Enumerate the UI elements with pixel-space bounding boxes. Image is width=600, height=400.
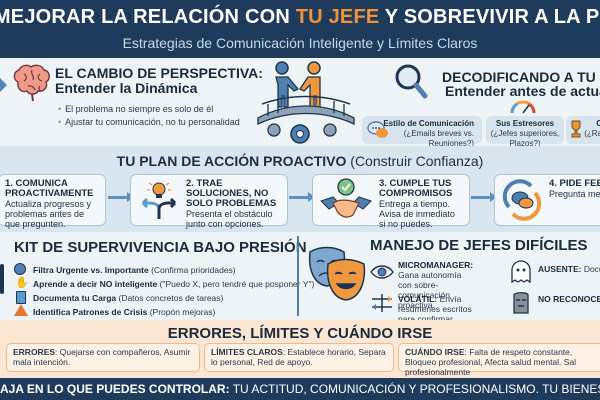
magnifier-icon bbox=[395, 64, 428, 99]
perspective-subtitle: Entender la Dinámica bbox=[55, 80, 198, 96]
decode-card-communication: Estilo de Comunicación(¿Emails breves vs… bbox=[362, 116, 482, 148]
document-icon bbox=[16, 291, 26, 304]
plan-title: TU PLAN DE ACCIÓN PROACTIVO (Construir C… bbox=[116, 153, 484, 169]
limits-section: ERRORES, LÍMITES Y CUÁNDO IRSE ERRORES: … bbox=[0, 320, 600, 378]
difficult-title: MANEJO DE JEFES DIFÍCILES bbox=[370, 237, 588, 254]
chat-bubbles-icon bbox=[367, 121, 388, 138]
kit-item-crisis: Identifica Patrones de Crisis (Propón me… bbox=[14, 304, 215, 317]
title-highlight: TU JEFE bbox=[295, 6, 380, 28]
header-banner: O MEJORAR LA RELACIÓN CON TU JEFE Y SOBR… bbox=[0, 0, 600, 58]
plan-step-1: 1. COMUNICA PROACTIVAMENTE Actualiza pro… bbox=[0, 174, 106, 229]
footer-banner: AJA EN LO QUE PUEDES CONTROLAR: TU ACTIT… bbox=[0, 378, 600, 400]
limits-box-boundaries: LÍMITES CLAROS: Establece horario, Separ… bbox=[204, 343, 394, 372]
kit-item-priorities: Filtra Urgente vs. Importante (Confirma … bbox=[14, 263, 236, 275]
boss-type-micromanager: MICROMANAGER: Gana autonomía con sobre-c… bbox=[370, 260, 473, 310]
weathervane-icon bbox=[372, 294, 392, 312]
limits-box-errors: ERRORES: Quejarse con compañeros, Asumir… bbox=[6, 343, 200, 372]
page-title: O MEJORAR LA RELACIÓN CON TU JEFE Y SOBR… bbox=[0, 6, 600, 28]
kit-item-document: Documenta tu Carga (Datos concretos de t… bbox=[16, 291, 223, 304]
page-subtitle: Estrategias de Comunicación Inteligente … bbox=[122, 35, 478, 51]
perspective-title: EL CAMBIO DE PERSPECTIVA: bbox=[55, 65, 263, 81]
decode-card-partial: C(¿Ra bbox=[566, 116, 600, 144]
warning-icon bbox=[14, 304, 28, 316]
step-arrow bbox=[471, 192, 497, 202]
decode-subtitle: Entender antes de actuar bbox=[445, 83, 600, 99]
perspective-section: EL CAMBIO DE PERSPECTIVA: Entender la Di… bbox=[0, 58, 600, 148]
pressure-difficult-section: KIT DE SUPERVIVENCIA BAJO PRESIÓN Filtra… bbox=[0, 232, 600, 334]
clock-icon bbox=[14, 263, 26, 275]
action-plan-section: TU PLAN DE ACCIÓN PROACTIVO (Construir C… bbox=[0, 146, 600, 232]
kit-title: KIT DE SUPERVIVENCIA BAJO PRESIÓN bbox=[14, 239, 307, 256]
moai-icon bbox=[513, 292, 529, 314]
brain-icon bbox=[13, 64, 50, 102]
plan-step-3: 3. CUMPLE TUS COMPROMISOS Entrega a tiem… bbox=[312, 174, 470, 229]
step-arrow bbox=[289, 192, 315, 202]
decorative-bar bbox=[0, 264, 4, 294]
plan-step-2: 2. TRAE SOLUCIONES, NO SOLO PROBLEMAS Pr… bbox=[130, 174, 288, 229]
lightbulb-split-arrow-icon bbox=[141, 182, 177, 219]
section-divider bbox=[297, 236, 299, 316]
handshake-check-icon bbox=[320, 178, 372, 218]
trophy-icon bbox=[571, 120, 581, 138]
gauge-icon bbox=[510, 100, 536, 114]
feedback-cycle-icon bbox=[502, 179, 542, 221]
boss-type-absent: AUSENTE: Docume escrito y establece. bbox=[510, 260, 600, 284]
perspective-bullet: •El problema no siempre es solo de él bbox=[58, 104, 214, 114]
perspective-bullet: •Ajustar tu comunicación, no tu personal… bbox=[58, 117, 240, 127]
left-arrow-icon bbox=[0, 78, 7, 92]
hand-stop-icon: ✋ bbox=[15, 277, 29, 289]
decode-title: DECODIFICANDO A TU JEFE bbox=[442, 69, 600, 85]
eye-icon bbox=[370, 265, 394, 279]
step-arrow bbox=[108, 192, 134, 202]
decode-card-stressors: Sus Estresores(¿Jefes superiores, Plazos… bbox=[486, 116, 564, 148]
handshake-bridge-icon bbox=[257, 61, 355, 144]
limits-title: ERRORES, LÍMITES Y CUÁNDO IRSE bbox=[167, 325, 433, 342]
kit-item-say-no: ✋ Aprende a decir NO inteligente ("Puedo… bbox=[15, 277, 315, 289]
plan-step-4: 4. PIDE FEE REGULARM Pregunta men "¿Qué … bbox=[494, 174, 600, 226]
boss-type-no-recognition: NO RECONOCE: De propios logros para bbox=[510, 292, 600, 314]
limits-box-when-to-leave: CUÁNDO IRSE: Falta de respeto constante,… bbox=[398, 343, 600, 377]
ghost-icon bbox=[511, 260, 531, 284]
theater-masks-icon bbox=[308, 246, 366, 301]
